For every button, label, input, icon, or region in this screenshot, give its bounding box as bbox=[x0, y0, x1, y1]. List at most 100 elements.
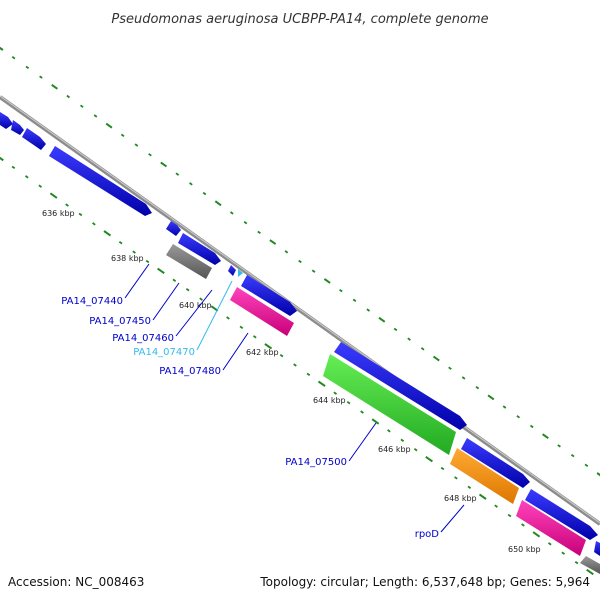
feature-cds-m[interactable] bbox=[594, 541, 600, 556]
feature-rna-2[interactable] bbox=[516, 500, 586, 556]
scale-minor-tick bbox=[202, 191, 207, 196]
feature-shapes bbox=[0, 112, 600, 574]
leader-line bbox=[196, 280, 233, 351]
feature-cds-a[interactable] bbox=[0, 112, 13, 129]
scale-minor-tick bbox=[39, 75, 43, 79]
feature-pseudo[interactable] bbox=[166, 244, 212, 279]
scale-minor-tick bbox=[145, 259, 150, 264]
scale-minor-tick bbox=[66, 94, 71, 99]
leader-line bbox=[175, 289, 213, 337]
feature-cds-b[interactable] bbox=[11, 120, 24, 135]
scale-minor-tick bbox=[557, 444, 561, 448]
scale-major-tick bbox=[323, 278, 331, 284]
scale-minor-tick bbox=[175, 172, 180, 176]
leader-line bbox=[152, 282, 180, 321]
feature-green[interactable] bbox=[323, 354, 456, 455]
gene-label-rpod[interactable]: rpoD bbox=[415, 529, 440, 540]
backbone bbox=[0, 95, 600, 526]
scale-minor-tick bbox=[25, 65, 30, 70]
feature-cds-l[interactable] bbox=[525, 489, 598, 540]
scale-minor-tick bbox=[11, 56, 16, 60]
scale-minor-tick bbox=[92, 222, 96, 226]
scale-minor-tick bbox=[226, 316, 230, 320]
scale-minor-tick bbox=[24, 175, 29, 179]
feature-cds-h[interactable] bbox=[238, 269, 243, 277]
scale-minor-tick bbox=[132, 250, 136, 254]
feature-rna-1[interactable] bbox=[230, 287, 294, 336]
scale-minor-tick bbox=[134, 143, 139, 147]
tick-label: 638 kbp bbox=[111, 254, 144, 263]
feature-cds-d[interactable] bbox=[49, 146, 152, 216]
scale-major-tick bbox=[586, 568, 594, 576]
feature-cds-f[interactable] bbox=[178, 233, 221, 265]
scale-minor-tick bbox=[400, 438, 405, 442]
leader-line bbox=[222, 332, 249, 371]
scale-major-tick bbox=[49, 192, 58, 199]
gene-label-pa14-07500[interactable]: PA14_07500 bbox=[285, 457, 347, 468]
scale-major-tick bbox=[51, 83, 58, 90]
gene-label-pa14-07470[interactable]: PA14_07470 bbox=[133, 347, 195, 358]
scale-major-tick bbox=[371, 418, 380, 425]
map-title: Pseudomonas aeruginosa UCBPP-PA14, compl… bbox=[111, 12, 488, 27]
gene-label-pa14-07450[interactable]: PA14_07450 bbox=[89, 316, 151, 327]
scale-minor-tick bbox=[448, 366, 452, 370]
scale-major-tick bbox=[0, 46, 4, 51]
scale-minor-tick bbox=[407, 337, 411, 341]
scale-minor-tick bbox=[574, 560, 579, 565]
feature-cds-k[interactable] bbox=[461, 438, 530, 488]
feature-cds-g[interactable] bbox=[228, 265, 236, 276]
scale-major-tick bbox=[596, 472, 600, 477]
scale-minor-tick bbox=[529, 424, 534, 429]
scale-minor-tick bbox=[570, 453, 575, 458]
scale-major-tick bbox=[0, 156, 4, 162]
feature-cds-i[interactable] bbox=[241, 275, 297, 316]
scale-major-tick bbox=[157, 267, 165, 275]
scale-minor-tick bbox=[172, 278, 177, 282]
scale-minor-tick bbox=[346, 400, 351, 405]
scale-minor-tick bbox=[93, 114, 98, 118]
scale-minor-tick bbox=[306, 372, 311, 377]
scale-minor-tick bbox=[284, 250, 289, 254]
scale-major-tick bbox=[425, 455, 433, 463]
scale-minor-tick bbox=[561, 551, 566, 555]
feature-cds-j[interactable] bbox=[334, 342, 467, 430]
tick-label: 644 kbp bbox=[313, 396, 346, 405]
scale-minor-tick bbox=[243, 221, 248, 225]
tick-label: 648 kbp bbox=[444, 494, 477, 503]
scale-minor-tick bbox=[78, 212, 83, 217]
scale-major-tick bbox=[269, 239, 277, 245]
scale-major-tick bbox=[160, 161, 168, 168]
tick-label: 636 kbp bbox=[42, 209, 75, 218]
scale-minor-tick bbox=[120, 133, 125, 138]
scale-minor-tick bbox=[467, 485, 472, 489]
scale-major-tick bbox=[432, 355, 440, 362]
scale-major-tick bbox=[214, 200, 222, 207]
gene-label-pa14-07480[interactable]: PA14_07480 bbox=[159, 366, 221, 377]
scale-minor-tick bbox=[352, 298, 357, 302]
scale-minor-tick bbox=[339, 288, 343, 293]
scale-minor-tick bbox=[257, 230, 261, 235]
scale-major-tick bbox=[105, 122, 113, 129]
feature-pseudo-2[interactable] bbox=[580, 556, 600, 574]
gene-label-pa14-07460[interactable]: PA14_07460 bbox=[112, 333, 174, 344]
scale-major-tick bbox=[532, 531, 541, 538]
scale-minor-tick bbox=[293, 363, 297, 367]
scale-minor-tick bbox=[393, 327, 398, 332]
scale-minor-tick bbox=[298, 259, 302, 264]
feature-cds-e[interactable] bbox=[166, 221, 181, 236]
scale-minor-tick bbox=[521, 523, 525, 527]
feature-rpoD[interactable] bbox=[450, 448, 519, 504]
scale-minor-tick bbox=[475, 385, 480, 390]
scale-minor-tick bbox=[11, 165, 16, 170]
tick-labels: 636 kbp 638 kbp 640 kbp 642 kbp 644 kbp … bbox=[42, 209, 541, 554]
feature-cds-c[interactable] bbox=[22, 128, 46, 150]
scale-minor-tick bbox=[38, 184, 43, 188]
scale-minor-tick bbox=[360, 410, 364, 414]
scale-minor-tick bbox=[461, 376, 466, 380]
gene-label-pa14-07440[interactable]: PA14_07440 bbox=[61, 296, 123, 307]
accession-text: Accession: NC_008463 bbox=[8, 575, 144, 589]
scale-minor-tick bbox=[547, 542, 552, 546]
scale-minor-tick bbox=[148, 153, 152, 157]
scale-minor-tick bbox=[440, 466, 445, 471]
